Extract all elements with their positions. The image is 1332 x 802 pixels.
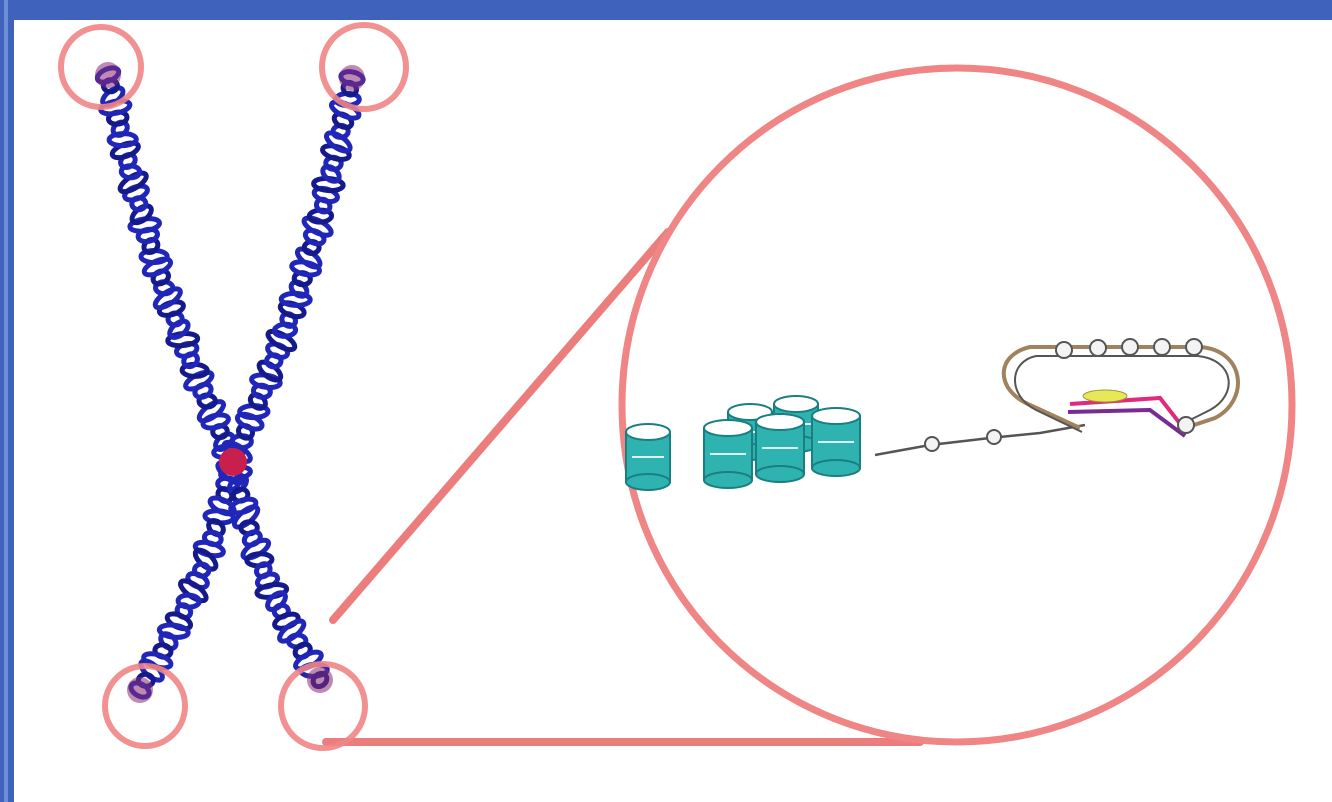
nucleosome-cluster	[626, 396, 860, 490]
nucleosome-top	[756, 414, 804, 430]
loop-bead	[1122, 339, 1138, 355]
nucleosome-bottom	[626, 474, 670, 490]
telomere-cap	[339, 65, 365, 91]
loop-bead	[1154, 339, 1170, 355]
zoom-connector	[326, 232, 920, 742]
telomere-overhang-purple	[1068, 410, 1185, 436]
loop-bead	[1178, 417, 1194, 433]
frame-left-highlight	[4, 0, 8, 802]
linker-bead	[987, 430, 1001, 444]
nucleosome-bottom	[704, 472, 752, 488]
magnified-view	[622, 68, 1292, 742]
linker-bead	[925, 437, 939, 451]
loop-beads	[1056, 339, 1202, 433]
nucleosome-top	[812, 408, 860, 424]
nucleosome-top	[626, 424, 670, 440]
telomere-cap	[95, 62, 121, 88]
telomere-cap	[307, 667, 333, 693]
chromatin-coil	[277, 618, 307, 645]
zoom-circle-icon	[622, 68, 1292, 742]
frame-top-bar	[0, 0, 1332, 20]
telomere-circle-top-right	[322, 25, 406, 109]
loop-bead	[1090, 340, 1106, 356]
loop-bead	[1056, 342, 1072, 358]
nucleosome-cylinder-icon	[756, 414, 804, 482]
t-loop-outer	[1004, 347, 1238, 428]
shelterin-mark	[1083, 390, 1127, 402]
nucleosome-cylinder-icon	[704, 420, 752, 488]
zoom-line-upper	[333, 232, 668, 620]
nucleosome-bottom	[812, 460, 860, 476]
loop-bead	[1186, 339, 1202, 355]
nucleosome-top	[704, 420, 752, 436]
nucleosome-cylinder-icon	[626, 424, 670, 490]
t-loop	[1004, 339, 1238, 436]
centromere	[219, 448, 247, 476]
dna-linker-strand	[875, 425, 1085, 455]
telomere-cap	[127, 677, 153, 703]
arm-bottom-right	[220, 465, 333, 693]
nucleosome-bottom	[756, 466, 804, 482]
arm-top-right	[221, 65, 365, 465]
chromosome-icon	[95, 62, 365, 703]
nucleosome-cylinder-icon	[812, 408, 860, 476]
nucleosome-top	[774, 396, 818, 412]
arm-top-left	[95, 62, 244, 459]
